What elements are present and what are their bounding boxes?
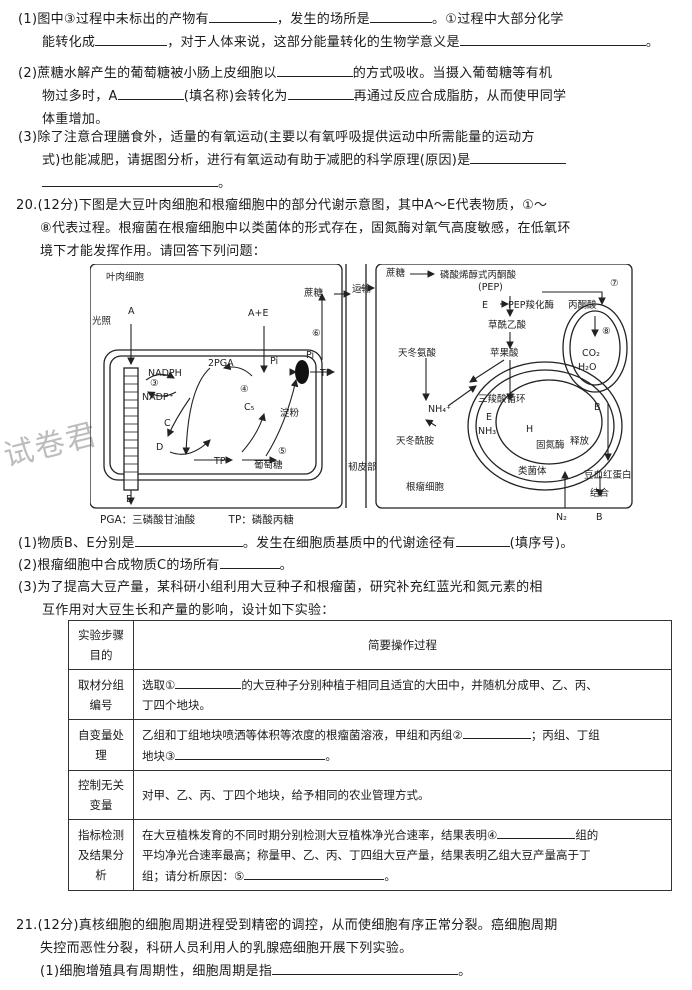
watermark: 试卷君 bbox=[0, 416, 102, 474]
svg-text:磷酸烯醇式丙酮酸: 磷酸烯醇式丙酮酸 bbox=[440, 269, 517, 281]
svg-text:(PEP): (PEP) bbox=[478, 282, 503, 293]
svg-text:A: A bbox=[128, 306, 135, 317]
svg-text:苹果酸: 苹果酸 bbox=[490, 347, 519, 359]
q21-stem: 21.(12分)真核细胞的细胞周期进程受到精密的调控，从而使细胞有序正常分裂。癌… bbox=[16, 918, 558, 979]
svg-text:固氮酶: 固氮酶 bbox=[536, 439, 565, 451]
svg-text:H₂O: H₂O bbox=[578, 362, 596, 373]
svg-text:运输: 运输 bbox=[352, 283, 372, 295]
svg-text:天冬酰胺: 天冬酰胺 bbox=[396, 435, 435, 447]
mitochondrion bbox=[562, 303, 628, 393]
svg-text:NH₃: NH₃ bbox=[478, 426, 496, 437]
svg-text:NADPH: NADPH bbox=[148, 368, 182, 379]
table-row-2: 乙组和丁组地块喷洒等体积等浓度的根瘤菌溶液，甲组和丙组②；丙组、丁组地块③。 bbox=[133, 719, 672, 771]
bacteroid-outer bbox=[467, 361, 623, 491]
q20-sub1: (1)物质B、E分别是。发生在细胞质基质中的代谢途径有(填序号)。 bbox=[18, 532, 674, 555]
svg-text:Pi: Pi bbox=[270, 356, 278, 367]
svg-text:⑧: ⑧ bbox=[602, 326, 611, 337]
svg-text:PEP羧化酶: PEP羧化酶 bbox=[508, 299, 554, 311]
figure-caption: PGA：三磷酸甘油酸 TP：磷酸丙糖 bbox=[100, 514, 294, 526]
svg-text:草酰乙酸: 草酰乙酸 bbox=[488, 319, 527, 331]
svg-text:C: C bbox=[164, 418, 171, 429]
svg-text:CO₂: CO₂ bbox=[582, 348, 600, 359]
q20-stem: 20.(12分)下图是大豆叶肉细胞和根瘤细胞中的部分代谢示意图，其中A～E代表物… bbox=[16, 198, 571, 259]
svg-text:D: D bbox=[156, 442, 163, 453]
q20-sub2: (2)根瘤细胞中合成物质C的场所有。 bbox=[18, 554, 674, 577]
svg-text:B: B bbox=[594, 402, 601, 413]
svg-text:NH₄⁺: NH₄⁺ bbox=[428, 404, 451, 415]
svg-text:光照: 光照 bbox=[92, 315, 112, 327]
table-head-right: 简要操作过程 bbox=[133, 620, 672, 670]
svg-text:⑤: ⑤ bbox=[278, 446, 287, 457]
svg-text:C₅: C₅ bbox=[244, 402, 255, 413]
svg-text:蔗糖: 蔗糖 bbox=[386, 267, 406, 279]
svg-text:丙酮酸: 丙酮酸 bbox=[568, 299, 597, 311]
svg-text:类菌体: 类菌体 bbox=[518, 465, 547, 477]
svg-text:NADP⁺: NADP⁺ bbox=[142, 392, 174, 403]
svg-text:③: ③ bbox=[150, 378, 159, 389]
svg-text:葡萄糖: 葡萄糖 bbox=[254, 459, 283, 471]
svg-text:④: ④ bbox=[240, 384, 249, 395]
svg-text:Pi: Pi bbox=[306, 350, 314, 361]
svg-text:E: E bbox=[482, 300, 488, 311]
chloroplast-outer bbox=[103, 349, 323, 481]
svg-text:TP: TP bbox=[319, 368, 332, 379]
svg-text:TP: TP bbox=[213, 456, 226, 467]
pi-tp-transporter bbox=[295, 360, 309, 384]
svg-text:H: H bbox=[526, 424, 533, 435]
svg-text:B: B bbox=[126, 494, 133, 505]
svg-text:蔗糖: 蔗糖 bbox=[304, 287, 324, 299]
q19-part1: (1)图中③过程中未标出的产物有，发生的场所是。①过程中大部分化学 能转化成，对… bbox=[18, 8, 674, 54]
table-head-left: 实验步骤目的 bbox=[68, 620, 134, 670]
svg-text:释放: 释放 bbox=[570, 435, 590, 447]
svg-text:韧皮部: 韧皮部 bbox=[348, 461, 377, 473]
svg-text:豆血红蛋白: 豆血红蛋白 bbox=[584, 469, 632, 481]
svg-text:N₂: N₂ bbox=[556, 512, 567, 523]
svg-text:天冬氨酸: 天冬氨酸 bbox=[398, 347, 437, 359]
chloroplast-inner bbox=[109, 355, 317, 475]
svg-text:淀粉: 淀粉 bbox=[280, 407, 300, 419]
svg-text:E: E bbox=[486, 412, 492, 423]
q19-part3: (3)除了注意合理膳食外，适量的有氧运动(主要以有氧呼吸提供运动中所需能量的运动… bbox=[18, 126, 674, 195]
leaf-cell-outline bbox=[90, 264, 343, 509]
svg-text:⑦: ⑦ bbox=[610, 278, 619, 289]
nodule-cell-outline bbox=[375, 264, 633, 509]
svg-text:根瘤细胞: 根瘤细胞 bbox=[406, 481, 445, 493]
q19-part2: (2)蔗糖水解产生的葡萄糖被小肠上皮细胞以的方式吸收。当摄入葡萄糖等有机 物过多… bbox=[18, 62, 674, 131]
table-row-3: 对甲、乙、丙、丁四个地块，给予相同的农业管理方式。 bbox=[133, 770, 672, 820]
metabolism-diagram: 叶肉细胞 光照 A B NADPH NADP⁺ 2PGA C D A+E C₅ … bbox=[90, 264, 633, 523]
label-leaf-cell: 叶肉细胞 bbox=[106, 271, 145, 283]
svg-text:三羧酸循环: 三羧酸循环 bbox=[478, 393, 526, 405]
svg-text:A+E: A+E bbox=[248, 308, 268, 319]
svg-text:B: B bbox=[596, 512, 603, 523]
svg-text:结合: 结合 bbox=[590, 487, 610, 499]
svg-text:⑥: ⑥ bbox=[312, 328, 321, 339]
q20-sub3: (3)为了提高大豆产量，某科研小组利用大豆种子和根瘤菌，研究补充红蓝光和氮元素的… bbox=[18, 580, 543, 618]
svg-text:2PGA: 2PGA bbox=[208, 358, 234, 369]
